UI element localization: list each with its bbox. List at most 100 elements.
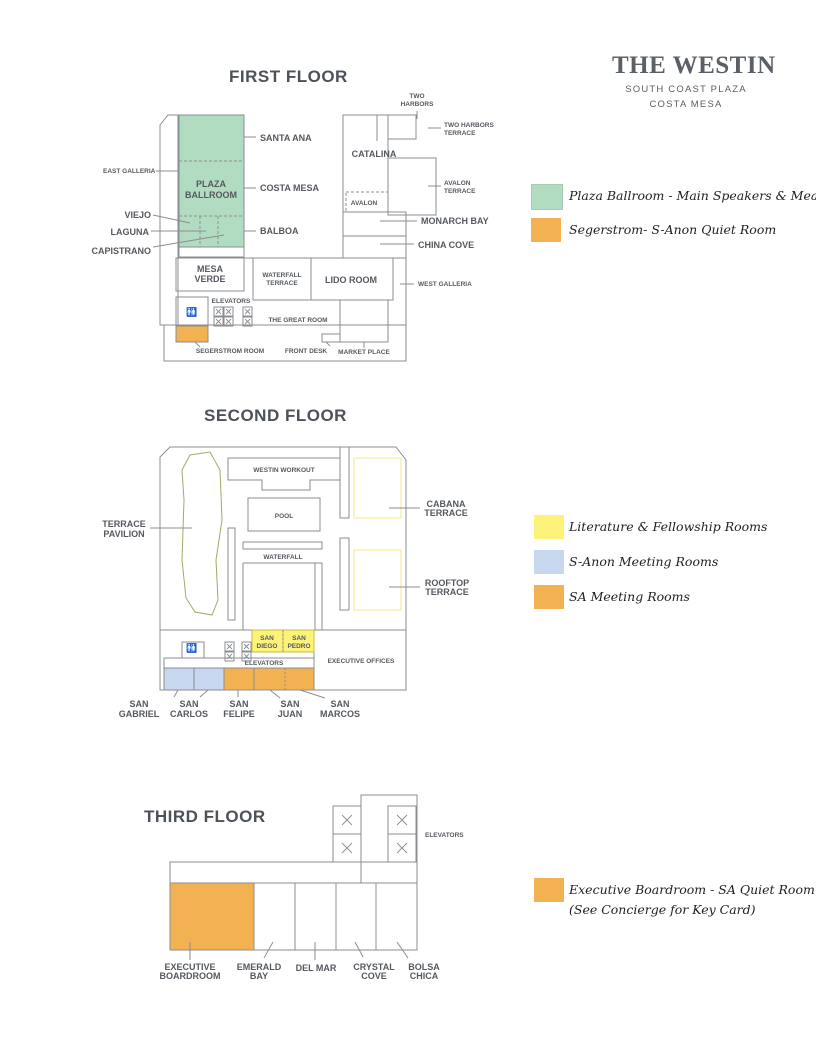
label-terrace-pavilion-1: TERRACE [102, 519, 146, 529]
legend-label-sanon-meeting: S-Anon Meeting Rooms [569, 554, 719, 569]
san-carlos-room[interactable] [193, 667, 225, 691]
label-two-harbors-1: TWO [409, 93, 424, 100]
label-elevators-3: ELEVATORS [425, 832, 464, 839]
label-mesa-verde-1: MESA [197, 264, 224, 274]
elevator-x-mark [341, 842, 353, 854]
brand-logo: THE WESTIN [612, 52, 776, 79]
first-floor-plan [151, 111, 441, 362]
label-elevators-1: ELEVATORS [212, 298, 251, 305]
elevator-x-mark [226, 653, 233, 660]
label-waterfall: WATERFALL [263, 554, 302, 561]
label-terrace-pavilion-2: PAVILION [103, 529, 144, 539]
label-santa-ana: SANTA ANA [260, 133, 312, 143]
label-monarch-bay: MONARCH BAY [421, 216, 489, 226]
label-cabana-terrace-2: TERRACE [424, 508, 468, 518]
catalina-room[interactable] [342, 114, 389, 213]
san-pedro-room[interactable] [282, 629, 315, 653]
label-san-marcos-2: MARCOS [320, 709, 360, 719]
label-san-felipe-2: FELIPE [223, 709, 255, 719]
mesa-verde-room[interactable] [175, 257, 245, 292]
label-westin-workout: WESTIN WORKOUT [253, 467, 314, 474]
label-san-gabriel-2: GABRIEL [119, 709, 160, 719]
legend-swatch-blue [534, 550, 564, 574]
waterfall-terrace-room[interactable] [252, 257, 312, 301]
emerald-bay-room[interactable] [253, 882, 296, 951]
label-executive-boardroom-2: BOARDROOM [160, 971, 221, 981]
label-emerald-bay-1: EMERALD [237, 962, 282, 972]
westin-workout-room[interactable] [227, 457, 341, 491]
san-gabriel-room[interactable] [163, 667, 195, 691]
elevator-x-mark [243, 643, 250, 650]
label-crystal-cove-2: COVE [361, 971, 387, 981]
label-san-pedro-2: PEDRO [287, 643, 310, 650]
label-east-galleria: EAST GALLERIA [103, 168, 156, 175]
elevator-x-marks [215, 308, 408, 854]
legend-label-plaza-ballroom: Plaza Ballroom - Main Speakers & Meals [569, 188, 816, 203]
label-avalon-terrace-1: AVALON [444, 180, 471, 187]
segerstrom-room[interactable] [175, 325, 209, 343]
label-waterfall-terrace-2: TERRACE [266, 280, 298, 287]
legend-swatch-yellow [534, 515, 564, 539]
elevator-x-mark [244, 308, 251, 315]
label-balboa: BALBOA [260, 226, 299, 236]
bolsa-chica-room[interactable] [375, 882, 418, 951]
restroom-first [175, 296, 209, 326]
label-elevators-2: ELEVATORS [245, 660, 284, 667]
legend-label-exec-boardroom: Executive Boardroom - SA Quiet Room [569, 882, 815, 897]
label-capistrano: CAPISTRANO [91, 246, 151, 256]
crystal-cove-room[interactable] [335, 882, 377, 951]
elevator-x-mark [226, 643, 233, 650]
label-san-felipe-1: SAN [229, 699, 248, 709]
label-plaza-ballroom-2: BALLROOM [185, 190, 237, 200]
san-felipe-room[interactable] [223, 667, 255, 691]
pool-area[interactable] [247, 497, 321, 532]
label-san-carlos-2: CARLOS [170, 709, 208, 719]
second-floor-title: SECOND FLOOR [204, 406, 347, 425]
label-del-mar: DEL MAR [296, 963, 337, 973]
label-two-harbors-terrace-1: TWO HARBORS [444, 122, 494, 129]
legend-label-literature: Literature & Fellowship Rooms [569, 519, 768, 534]
label-lido-room: LIDO ROOM [325, 275, 377, 285]
elevator-x-mark [243, 653, 250, 660]
terrace-pavilion-room[interactable] [181, 451, 223, 616]
legend-swatch-orange-2 [534, 585, 564, 609]
label-rooftop-terrace-1: ROOFTOP [425, 578, 469, 588]
label-cabana-terrace-1: CABANA [427, 499, 466, 509]
label-san-juan-1: SAN [280, 699, 299, 709]
label-front-desk: FRONT DESK [285, 348, 328, 355]
label-san-diego-2: DIEGO [257, 643, 278, 650]
label-rooftop-terrace-2: TERRACE [425, 587, 469, 597]
label-bolsa-chica-1: BOLSA [408, 962, 440, 972]
label-san-marcos-1: SAN [330, 699, 349, 709]
label-catalina: CATALINA [352, 149, 397, 159]
elevator-x-mark [215, 308, 222, 315]
label-avalon: AVALON [351, 200, 378, 207]
san-juan-marcos-room[interactable] [253, 667, 315, 691]
label-laguna: LAGUNA [111, 227, 150, 237]
label-great-room: THE GREAT ROOM [268, 317, 327, 324]
third-floor-plan [169, 794, 418, 960]
restroom-icon: 🚻 [186, 643, 198, 653]
label-bolsa-chica-2: CHICA [410, 971, 439, 981]
elevator-x-mark [244, 318, 251, 325]
second-floor-plan [150, 446, 420, 699]
label-emerald-bay-2: BAY [250, 971, 268, 981]
legend-swatch-green [531, 184, 563, 210]
plaza-ballroom-room[interactable] [178, 114, 245, 248]
label-china-cove: CHINA COVE [418, 240, 474, 250]
label-san-carlos-1: SAN [179, 699, 198, 709]
brand-line-2: COSTA MESA [649, 99, 723, 110]
label-executive-boardroom-1: EXECUTIVE [164, 962, 215, 972]
label-san-pedro-1: SAN [292, 635, 306, 642]
legend-label-sa-meeting: SA Meeting Rooms [569, 589, 690, 604]
label-san-juan-2: JUAN [278, 709, 303, 719]
elevator-x-mark [225, 308, 232, 315]
label-viejo: VIEJO [124, 210, 151, 220]
del-mar-room[interactable] [294, 882, 337, 951]
restroom-icon: 🚻 [186, 306, 197, 317]
label-two-harbors-terrace-2: TERRACE [444, 130, 476, 137]
legend-swatch-orange-1 [531, 218, 561, 242]
label-two-harbors-2: HARBORS [401, 101, 435, 108]
executive-boardroom-room[interactable] [169, 882, 255, 951]
